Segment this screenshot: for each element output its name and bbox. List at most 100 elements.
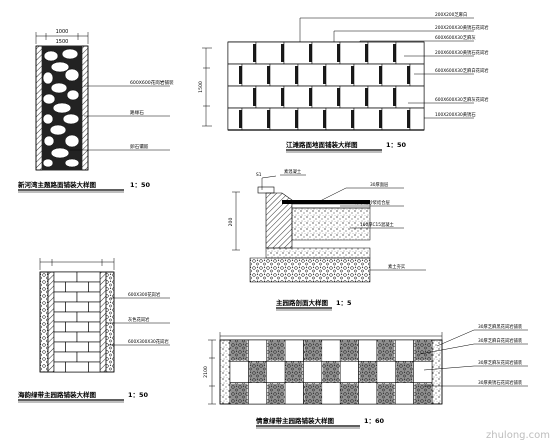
annotation: 600X600X30芝麻灰 [435, 34, 476, 41]
accent-strip [281, 88, 286, 106]
checker-pattern-dimension: 2100 [203, 332, 443, 405]
dark-tile-shade [322, 362, 340, 382]
paver-tile [409, 107, 425, 131]
paver-tile [297, 107, 327, 131]
checker-pattern-detail: 2100 30厚芝麻黑花岗岩铺装 30厚芝麻白花岗岩铺装 30厚芝麻灰花岗岩铺装… [203, 323, 528, 429]
drawing-scale: 1：5 [336, 299, 352, 307]
light-tile [376, 361, 396, 383]
paver-tile [227, 85, 257, 109]
brick [76, 291, 101, 303]
accent-strip [239, 110, 244, 128]
drawing-title: 海韵绿带主园路铺装大样图 [18, 390, 97, 399]
pavement-layers [249, 200, 371, 283]
accent-strip [365, 88, 370, 106]
brick [88, 341, 101, 353]
dim-label: 1500 [56, 39, 69, 45]
pebble-path-title: 新河湾主题路面铺装大样图 1：50 [18, 180, 151, 193]
light-tile [358, 382, 378, 405]
paver-tile [269, 63, 299, 87]
brick [53, 301, 66, 313]
paver-tile [325, 107, 355, 131]
annotation: 600X300X30花岗岩 [128, 338, 169, 345]
brick [53, 321, 66, 333]
pebble-field [42, 46, 82, 170]
tile-grid [227, 41, 425, 131]
brick [88, 361, 101, 373]
checker-pattern-leaders: 30厚芝麻黑花岗岩铺装 30厚芝麻白花岗岩铺装 30厚芝麻灰花岗岩铺装 30厚黄… [419, 323, 528, 387]
paver-tile [241, 63, 271, 87]
paver-tile [311, 85, 341, 109]
drawing-title: 新河湾主题路面铺装大样图 [18, 180, 97, 189]
accent-strip [407, 110, 412, 128]
paver-tile [395, 41, 425, 65]
drawing-title: 江滩路面地面铺装大样图 [286, 140, 358, 149]
paver-tile [395, 85, 425, 109]
accent-strip [393, 88, 398, 106]
dark-tile-shade [231, 383, 248, 403]
dark-tile-shade [341, 341, 358, 361]
dark-tile-shade [377, 383, 395, 403]
road-section-dimension: 200 [228, 191, 240, 251]
accent-strip [295, 66, 300, 84]
annotation: 600X600X30芝麻灰花岗岩 [435, 96, 489, 103]
annotation: 路缘石 [130, 109, 144, 116]
paver-tile [255, 41, 285, 65]
annotation: 素混凝土 [284, 168, 302, 175]
paver-tile [311, 41, 341, 65]
annotation: S1 [256, 172, 262, 178]
paver-tile [325, 63, 355, 87]
paver-tile [353, 63, 383, 87]
annotation: 30厚黄锈石花岗岩铺装 [478, 379, 523, 386]
brick [76, 331, 101, 343]
paver-tile [367, 41, 397, 65]
light-tile [358, 339, 378, 362]
annotation: 30厚面层 [370, 182, 389, 188]
dark-tile-shade [341, 383, 358, 403]
light-tile [248, 339, 267, 362]
accent-strip [309, 88, 314, 106]
paver-tile [339, 85, 369, 109]
watermark: zhulong.com [486, 430, 550, 441]
brick [53, 361, 66, 373]
road-section-title: 主园路剖面大样图 1：5 [276, 298, 352, 311]
brick-path-detail: 600X300花岗岩 灰色花岗岩 600X300X30花岗岩 海韵绿带主园路铺装… [18, 258, 170, 403]
accent-strip [239, 66, 244, 84]
tile-pattern-dimension: 1500 [198, 47, 212, 127]
dark-tile-shade [304, 341, 321, 361]
brick [88, 301, 101, 313]
dark-tile-shade [286, 362, 303, 382]
annotation: 30厚芝麻灰花岗岩铺装 [478, 359, 523, 366]
brick [53, 281, 66, 293]
annotation: 200X200芝麻白 [435, 11, 467, 18]
brick [76, 351, 101, 363]
brick-path-leaders: 600X300花岗岩 灰色花岗岩 600X300X30花岗岩 [106, 291, 170, 346]
dark-tile-shade [304, 383, 321, 403]
annotation: 600X300花岗岩 [128, 291, 161, 298]
annotation: 200X200X30黄锈石花岗岩 [435, 24, 489, 31]
dark-tile-shade [414, 383, 431, 403]
paver-tile [339, 41, 369, 65]
light-tile [284, 339, 304, 362]
accent-strip [253, 44, 258, 62]
light-tile [413, 361, 433, 383]
brick [65, 281, 89, 293]
road-section-leaders: S1 素混凝土 30厚面层 20厚水泥砂浆结合层 100厚C15混凝土 素土夯实 [256, 168, 426, 271]
brick [53, 351, 78, 363]
drawing-scale: 1：60 [364, 417, 385, 425]
dim-label: 1000 [56, 29, 69, 35]
light-tile [321, 339, 341, 362]
accent-strip [351, 66, 356, 84]
brick [65, 341, 89, 353]
brick [53, 291, 78, 303]
annotation: 20厚水泥砂浆结合层 [350, 199, 391, 206]
light-tile [229, 361, 249, 383]
light-tile [321, 382, 341, 405]
annotation: 30厚芝麻白花岗岩铺装 [478, 337, 523, 344]
light-tile [339, 361, 359, 383]
pebble-path-detail: 1000 1500 [18, 29, 174, 193]
brick-grid [53, 271, 101, 373]
accent-strip [407, 66, 412, 84]
accent-strip [267, 110, 272, 128]
dark-tile-shade [414, 341, 431, 361]
